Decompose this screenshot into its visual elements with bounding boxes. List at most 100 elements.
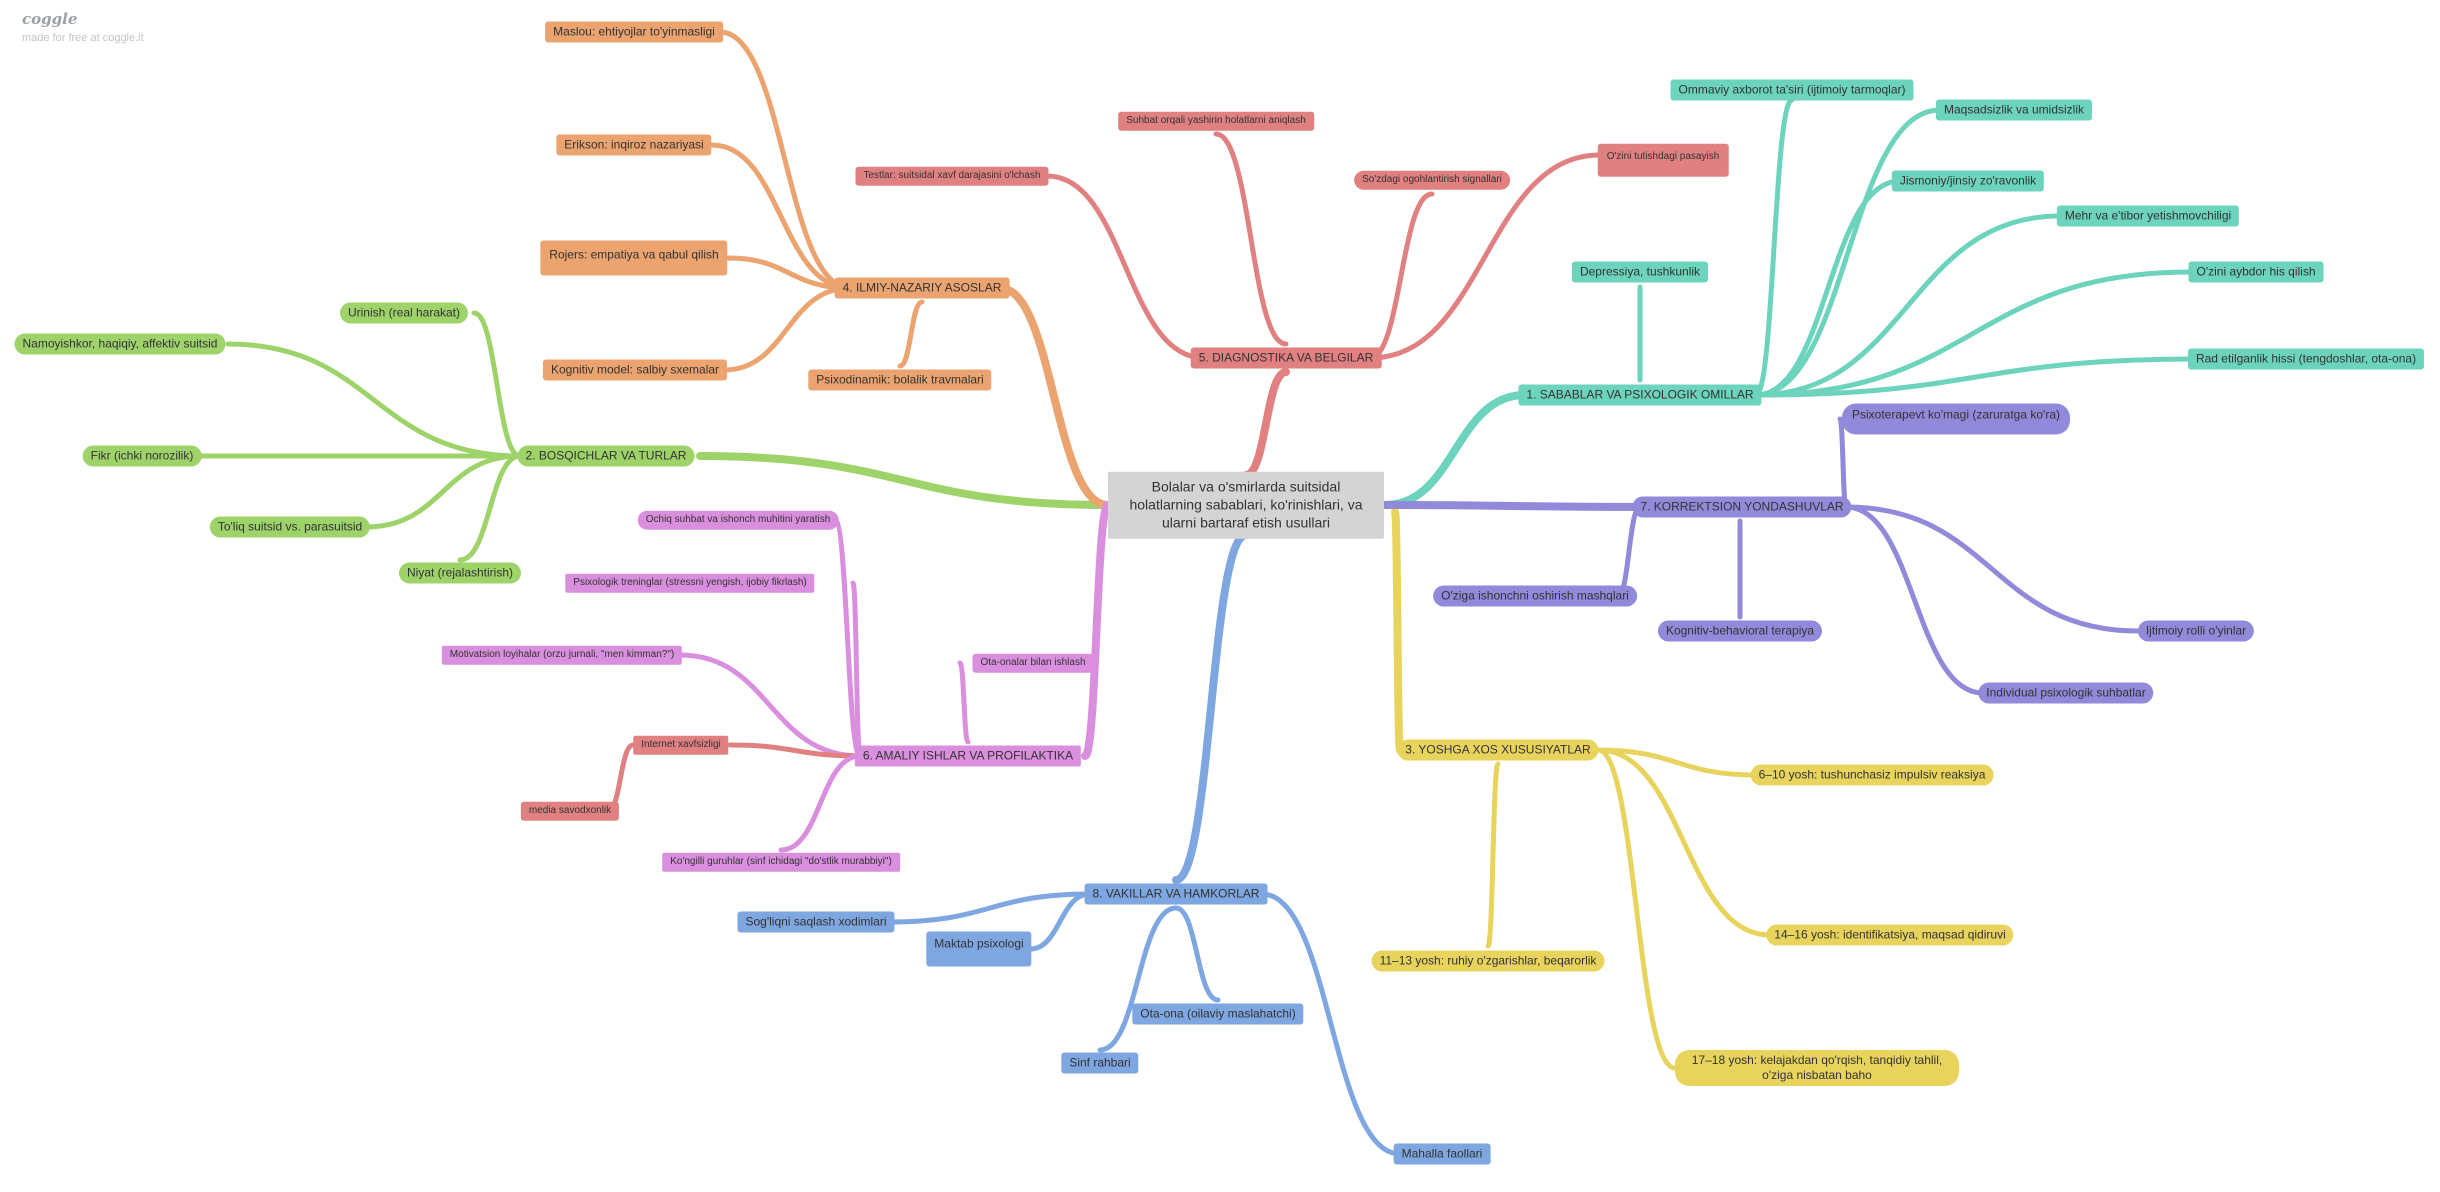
leaf-depressiya[interactable]: Depressiya, tushkunlik: [1571, 261, 1709, 283]
connector-line: [1485, 761, 1501, 949]
leaf-testlar[interactable]: Testlar: suitsidal xavf darajasini o'lch…: [855, 166, 1049, 186]
connector-line: [727, 742, 863, 759]
leaf-ijtimoiy-rolli[interactable]: Ijtimoiy rolli o'yinlar: [2137, 620, 2255, 642]
connector-line: [709, 142, 853, 291]
connector-line: [1753, 97, 1795, 398]
connector-line: [677, 652, 863, 759]
connector-line: [778, 753, 863, 853]
leaf-sogliqni-saqlash[interactable]: Sog'liqni saqlash xodimlari: [737, 911, 895, 933]
leaf-rad-etilganlik[interactable]: Rad etilganlik hissi (tengdoshlar, ota-o…: [2187, 348, 2425, 370]
connector-line: [363, 453, 523, 530]
connector-line: [725, 255, 853, 291]
leaf-individual-suhbatlar[interactable]: Individual psixologik suhbatlar: [1978, 682, 2154, 704]
connector-line: [1615, 504, 1643, 599]
leaf-fikr[interactable]: Fikr (ichki norozilik): [82, 445, 202, 467]
leaf-maslou[interactable]: Maslou: ehtiyojlar to'yinmasligi: [545, 21, 723, 43]
leaf-kognitiv-behavioral[interactable]: Kognitiv-behavioral terapiya: [1657, 620, 1823, 642]
leaf-motivatsion-loyihalar[interactable]: Motivatsion loyihalar (orzu jurnali, "me…: [441, 645, 683, 665]
connector-line: [1242, 368, 1290, 479]
leaf-psixodinamik[interactable]: Psixodinamik: bolalik travmalari: [808, 369, 992, 391]
connector-line: [996, 284, 1112, 509]
leaf-psixologik-treninglar[interactable]: Psixologik treninglar (stressni yengish,…: [565, 573, 815, 593]
brand-tagline: made for free at coggle.it: [22, 32, 144, 44]
branch-5-diagnostika[interactable]: 5. DIAGNOSTIKA VA BELGILAR: [1190, 347, 1382, 369]
connector-line: [1367, 152, 1603, 361]
connector-line: [1595, 747, 1678, 1071]
connector-line: [471, 310, 523, 459]
connector-line: [1367, 191, 1435, 361]
connector-line: [1753, 269, 2193, 398]
branch-7-korrektsion[interactable]: 7. KORREKTSION YONDASHUVLAR: [1632, 496, 1852, 518]
leaf-sinf-rahbari[interactable]: Sinf rahbari: [1061, 1052, 1139, 1074]
branch-1-sabablar[interactable]: 1. SABABLAR VA PSIXOLOGIK OMILLAR: [1518, 384, 1762, 406]
connector-line: [957, 660, 971, 745]
branch-6-amaliy-ishlar[interactable]: 6. AMALIY ISHLAR VA PROFILAKTIKA: [854, 745, 1082, 767]
leaf-ochiq-suhbat[interactable]: Ochiq suhbat va ishonch muhitini yaratis…: [637, 510, 839, 530]
leaf-maktab-psixologi[interactable]: Maktab psixologi: [926, 931, 1032, 967]
connector-line: [1753, 107, 1943, 398]
leaf-mahalla-faollari[interactable]: Mahalla faollari: [1393, 1143, 1491, 1165]
connector-line: [1081, 501, 1112, 760]
leaf-oziga-ishonch[interactable]: O'ziga ishonchni oshirish mashqlari: [1433, 585, 1637, 607]
leaf-internet-xavfsizligi[interactable]: Internet xavfsizligi: [633, 735, 729, 755]
connector-line: [1595, 747, 1773, 938]
leaf-11-13-yosh[interactable]: 11–13 yosh: ruhiy o'zgarishlar, beqarorl…: [1371, 950, 1605, 972]
connector-line: [887, 891, 1093, 925]
leaf-ota-onalar[interactable]: Ota-onalar bilan ishlash: [972, 653, 1094, 673]
leaf-ota-ona-maslahatchi[interactable]: Ota-ona (oilaviy maslahatchi): [1132, 1003, 1304, 1025]
connector-line: [721, 285, 853, 373]
branch-4-ilmiy-nazariy[interactable]: 4. ILMIY-NAZARIY ASOSLAR: [834, 277, 1010, 299]
leaf-niyat[interactable]: Niyat (rejalashtirish): [398, 562, 522, 584]
connector-line: [1381, 501, 1644, 511]
leaf-namoyishkor[interactable]: Namoyishkor, haqiqiy, affektiv suitsid: [14, 333, 226, 355]
connector-line: [1843, 504, 1986, 696]
connector-line: [457, 453, 523, 563]
leaf-14-16-yosh[interactable]: 14–16 yosh: identifikatsiya, maqsad qidi…: [1766, 924, 2014, 946]
connector-line: [1753, 178, 1903, 398]
connector-line: [1259, 891, 1403, 1157]
leaf-maqsadsizlik[interactable]: Maqsadsizlik va umidsizlik: [1935, 99, 2093, 121]
connector-line: [897, 299, 925, 369]
connector-line: [1843, 504, 2141, 634]
connector-line: [1172, 531, 1250, 884]
connector-line: [1027, 891, 1093, 952]
leaf-6-10-yosh[interactable]: 6–10 yosh: tushunchasiz impulsiv reaksiy…: [1750, 764, 1994, 786]
branch-2-bosqichlar[interactable]: 2. BOSQICHLAR VA TURLAR: [517, 445, 695, 467]
leaf-mehr[interactable]: Mehr va e'tibor yetishmovchiligi: [2056, 205, 2240, 227]
leaf-toliq-suitsid[interactable]: To'liq suitsid vs. parasuitsid: [209, 516, 371, 538]
connector-line: [1753, 213, 2063, 398]
connector-line: [1381, 391, 1529, 509]
connector-line: [225, 341, 523, 459]
branch-8-vakillar[interactable]: 8. VAKILLAR VA HAMKORLAR: [1084, 883, 1268, 905]
connector-line: [1391, 508, 1404, 754]
branch-3-yoshga-xos[interactable]: 3. YOSHGA XOS XUSUSIYATLAR: [1397, 739, 1599, 761]
brand-watermark: coggle made for free at coggle.it: [22, 10, 144, 44]
connector-line: [1595, 747, 1759, 778]
leaf-erikson[interactable]: Erikson: inqiroz nazariyasi: [556, 134, 712, 156]
leaf-sozdagi-signallar[interactable]: So'zdagi ogohlantirish signallari: [1354, 170, 1510, 190]
connector-line: [1753, 356, 2199, 398]
leaf-kognitiv-model[interactable]: Kognitiv model: salbiy sxemalar: [542, 359, 728, 381]
root-node[interactable]: Bolalar va o'smirlarda suitsidal holatla…: [1108, 471, 1384, 539]
connector-line: [1097, 905, 1179, 1053]
leaf-psixoterapevt[interactable]: Psixoterapevt ko'magi (zaruratga ko'ra): [1841, 403, 2071, 435]
connector-line: [1837, 416, 1849, 510]
leaf-pasayish[interactable]: O'zini tutishdagi pasayish: [1597, 143, 1729, 177]
leaf-media-savodxonlik[interactable]: media savodxonlik: [520, 801, 620, 821]
connector-line: [1213, 131, 1289, 347]
leaf-jismoniy[interactable]: Jismoniy/jinsiy zo'ravonlik: [1891, 170, 2045, 192]
leaf-urinish[interactable]: Urinish (real harakat): [339, 302, 469, 324]
leaf-ommaviy-axborot[interactable]: Ommaviy axborot ta'siri (ijtimoiy tarmoq…: [1670, 79, 1914, 101]
leaf-17-18-yosh[interactable]: 17–18 yosh: kelajakdan qo'rqish, tanqidi…: [1675, 1050, 1959, 1086]
brand-logo: coggle: [22, 10, 78, 28]
leaf-aybdor[interactable]: O'zini aybdor his qilish: [2188, 261, 2324, 283]
connector-line: [696, 452, 1112, 509]
connector-line: [717, 29, 853, 291]
leaf-suhbat-aniqlash[interactable]: Suhbat orqali yashirin holatlarni aniqla…: [1118, 111, 1314, 131]
leaf-rojers[interactable]: Rojers: empatiya va qabul qilish: [540, 240, 728, 276]
leaf-kongilli-guruhlar[interactable]: Ko'ngilli guruhlar (sinf ichidagi "do'st…: [662, 852, 900, 872]
connector-line: [1173, 905, 1221, 1003]
connector-line: [1044, 173, 1207, 361]
connector-line: [832, 517, 863, 759]
